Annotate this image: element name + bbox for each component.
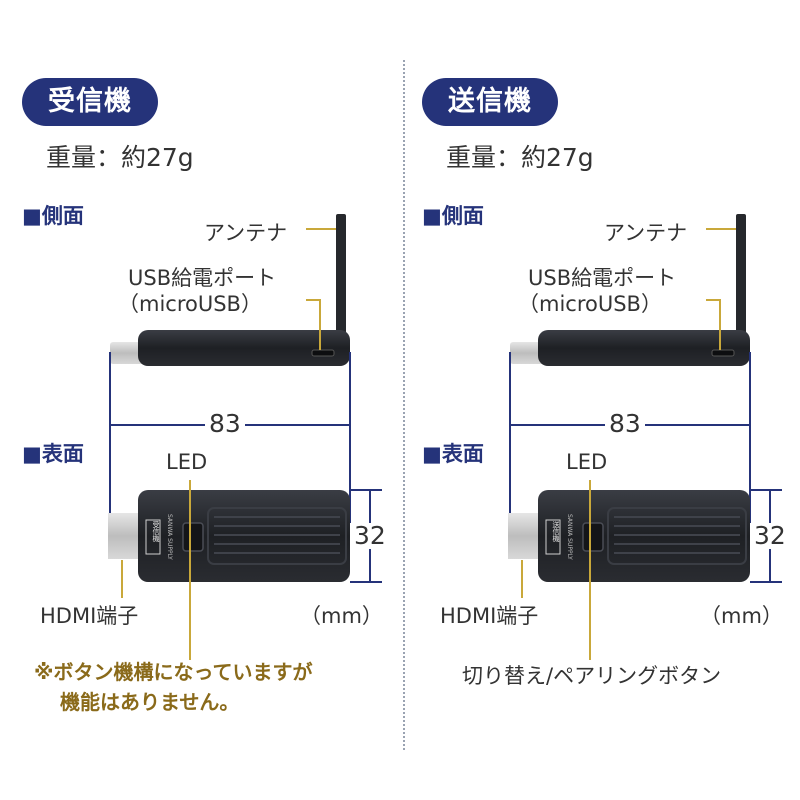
transmitter-front-heading: ■表面 [422,442,484,466]
transmitter-body-mark: 送信機 [552,521,560,542]
receiver-led-label: LED [166,450,208,474]
transmitter-height-dimension: 32 [750,523,790,549]
receiver-usb-port [311,349,335,357]
receiver-brand-mark: SANWA SUPPLY [166,514,173,560]
receiver-height-dimension: 32 [350,523,390,549]
transmitter-usb-port [711,349,735,357]
receiver-side-heading: ■側面 [22,204,84,228]
receiver-side-device [110,214,350,366]
transmitter-led-label: LED [566,450,608,474]
receiver-antenna-label: アンテナ [204,221,288,245]
transmitter-side-heading: ■側面 [422,204,484,228]
receiver-usb-sublabel: （microUSB） [118,292,262,316]
receiver-side-plug [110,342,146,364]
transmitter-antenna-label: アンテナ [604,221,688,245]
receiver-led-button [182,522,204,552]
receiver-note-line2: 機能はありません。 [60,690,240,714]
receiver-front-device [108,490,350,582]
receiver-title: 受信機 [22,78,158,126]
receiver-body-mark: 受信機 [152,521,160,542]
receiver-side-body [138,330,350,366]
receiver-front-heading: ■表面 [22,442,84,466]
transmitter-length-dimension: 83 [605,411,645,437]
receiver-weight: 重量：約27g [46,143,194,172]
transmitter-led-button [582,522,604,552]
receiver-unit-label: （mm） [300,604,383,628]
transmitter-button-label: 切り替え/ペアリングボタン [462,664,722,688]
transmitter-usb-sublabel: （microUSB） [518,292,662,316]
receiver-hdmi-label: HDMI端子 [40,604,139,628]
transmitter-weight: 重量：約27g [446,143,594,172]
transmitter-hdmi-label: HDMI端子 [440,604,539,628]
transmitter-usb-label: USB給電ポート [528,266,677,290]
transmitter-title: 送信機 [422,78,558,126]
receiver-length-dimension: 83 [205,411,245,437]
transmitter-brand-mark: SANWA SUPPLY [566,514,573,560]
transmitter-front-device [508,490,750,582]
transmitter-side-device [510,214,750,366]
transmitter-antenna-shape [736,214,746,336]
receiver-note-line1: ※ボタン機構になっていますが [34,660,313,684]
panel-divider [403,60,405,750]
receiver-usb-label: USB給電ポート [128,266,277,290]
transmitter-unit-label: （mm） [700,604,783,628]
receiver-antenna-shape [336,214,346,336]
